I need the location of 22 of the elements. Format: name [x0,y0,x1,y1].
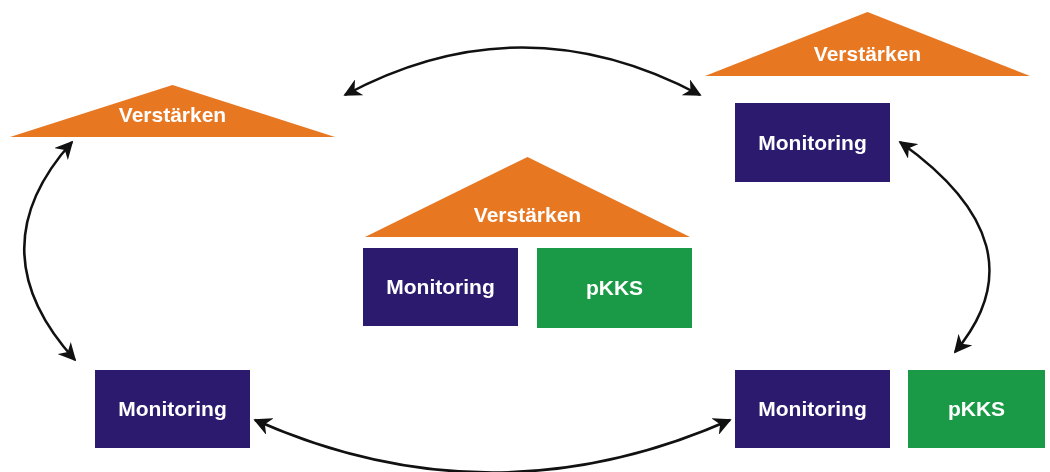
pkks-box [908,370,1045,448]
node-label: pKKS [585,276,644,300]
curved-arrow [898,140,991,354]
monitoring-box [735,103,890,182]
monitoring-box [735,370,890,448]
curved-arrow [343,46,702,97]
roof-triangle [10,85,335,137]
node-label: Monitoring [386,275,495,299]
pkks-box [537,248,692,328]
roof-triangle [365,157,690,237]
monitoring-box [95,370,250,448]
node-label: Monitoring [758,397,867,421]
node-label: pKKS [947,397,1006,421]
roof-triangle [705,12,1030,76]
node-label: Verstärken [473,203,582,227]
monitoring-box [363,248,518,326]
curved-arrow [23,140,77,362]
node-label: Monitoring [118,397,227,421]
node-label: Verstärken [813,42,922,66]
node-label: Verstärken [118,103,227,127]
node-label: Monitoring [758,130,867,155]
curved-arrow [253,417,732,472]
